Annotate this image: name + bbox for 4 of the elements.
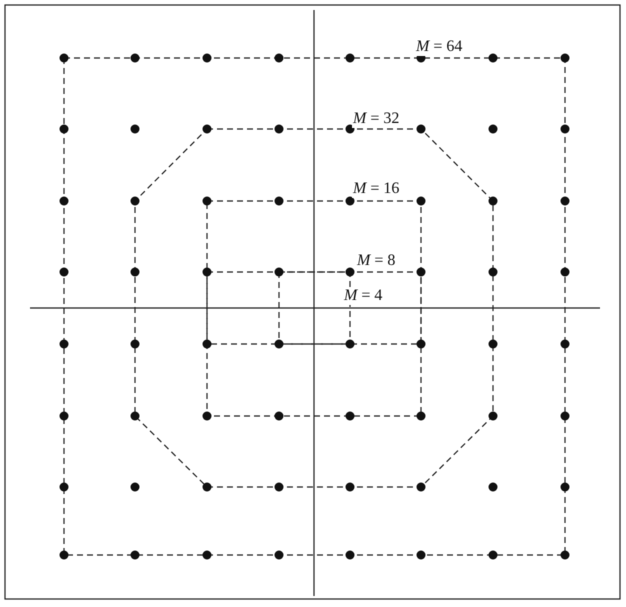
order-label: M = 4 [343,287,384,305]
order-label: M = 32 [352,110,400,128]
order-label: M = 64 [415,38,464,56]
order-label: M = 16 [352,180,400,198]
